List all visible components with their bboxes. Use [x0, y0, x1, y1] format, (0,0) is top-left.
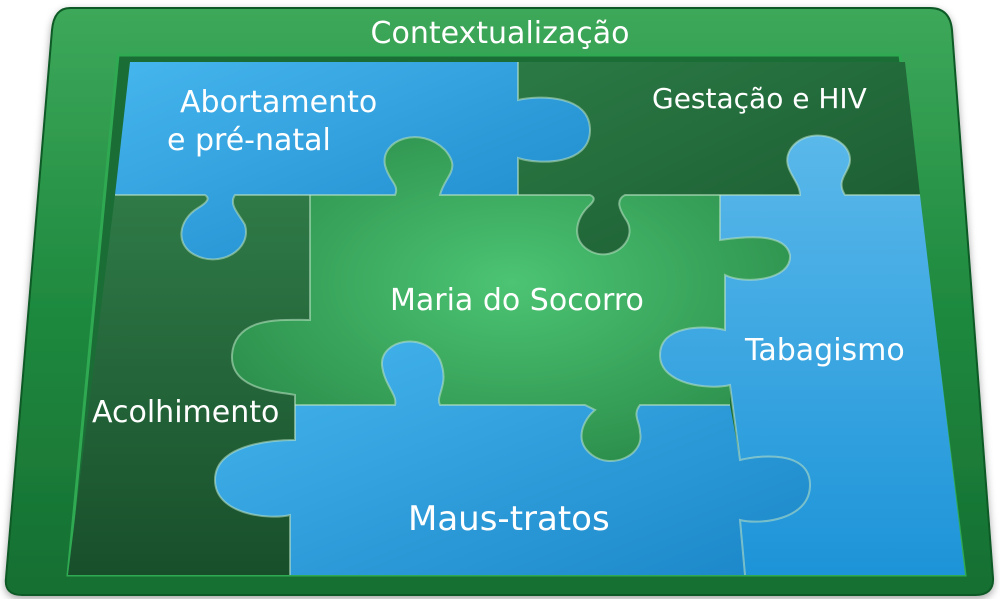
piece-bottom-label: Maus-tratos [408, 499, 610, 539]
frame-title: Contextualização [371, 16, 630, 51]
piece-seams [115, 62, 920, 576]
piece-left-label: Acolhimento [92, 395, 279, 430]
piece-center-label: Maria do Socorro [390, 283, 644, 318]
piece-right-label: Tabagismo [744, 333, 905, 368]
piece-center [231, 137, 791, 462]
piece-bottom [215, 341, 810, 575]
piece-top-right [518, 62, 920, 255]
piece-top-left-label-line-1: Abortamento [180, 85, 377, 120]
piece-top-left-label-line-2: e pré-natal [167, 123, 331, 158]
piece-top-right-label: Gestação e HIV [652, 82, 867, 115]
piece-top-left [115, 62, 590, 260]
piece-left [68, 195, 310, 575]
piece-right [660, 135, 965, 575]
